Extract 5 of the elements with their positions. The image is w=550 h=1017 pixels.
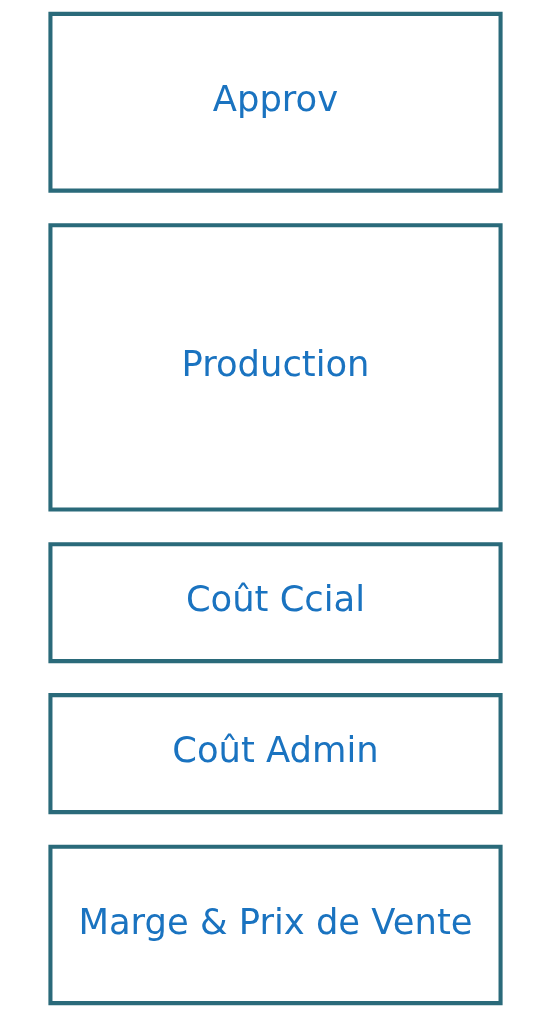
- node-box: Marge & Prix de Vente: [47, 844, 503, 1006]
- node-box: Approv: [47, 11, 503, 193]
- node-box: Coût Admin: [47, 693, 503, 815]
- node-box: Coût Ccial: [47, 542, 503, 664]
- node-box: Production: [47, 223, 503, 512]
